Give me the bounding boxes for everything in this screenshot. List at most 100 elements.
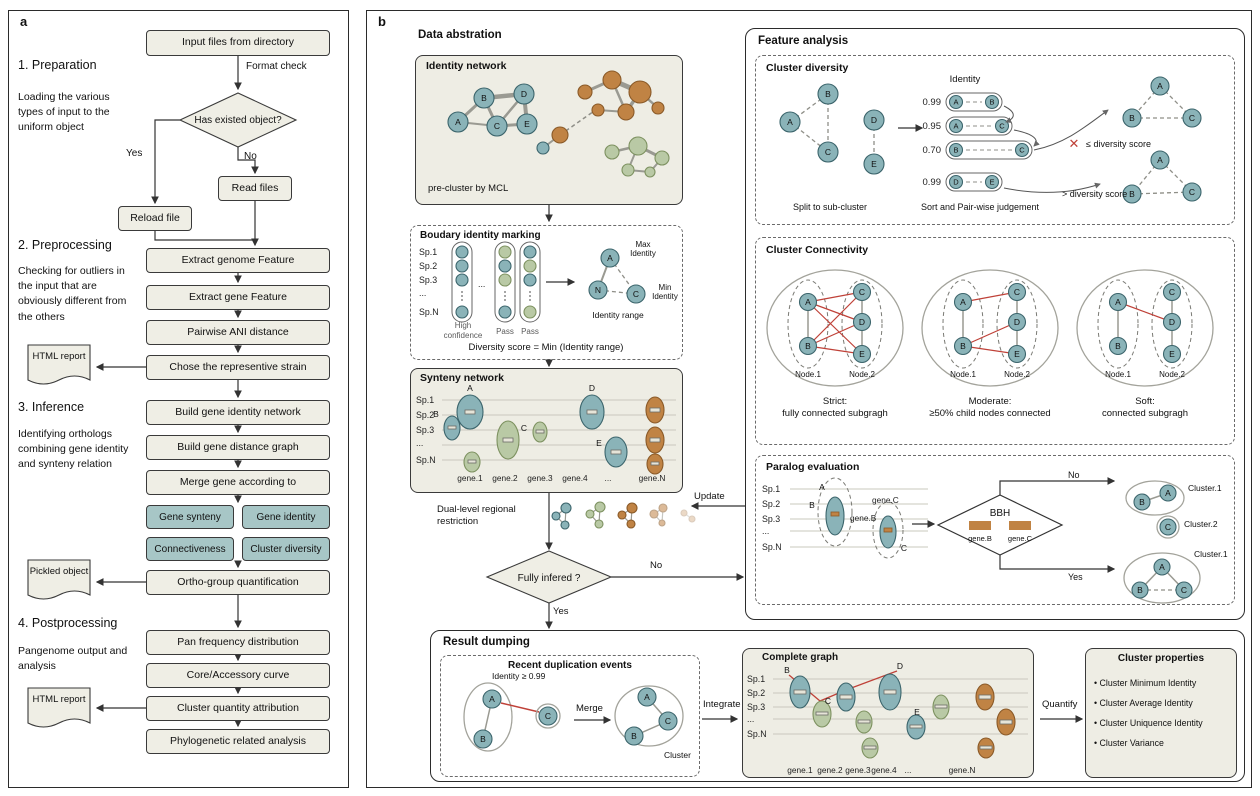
strict-caption: Strict: fully connected subgragh <box>760 396 910 420</box>
svg-text:A: A <box>1159 562 1165 572</box>
svg-text:B: B <box>960 341 966 351</box>
bbh-no-label: No <box>1068 470 1080 480</box>
cluster-diversity-graph: AB CD E 0.99 0.95 0.70 0.99 A B A C B C … <box>779 76 1202 204</box>
identity-network-graph: AB CD E <box>447 70 670 178</box>
svg-text:gene.4: gene.4 <box>562 473 588 483</box>
reject-x-icon: ✕ <box>1069 136 1080 151</box>
svg-text:A: A <box>1157 155 1163 165</box>
svg-text:B: B <box>989 98 994 107</box>
svg-text:E: E <box>524 119 530 129</box>
bbh-yes-label: Yes <box>1068 572 1083 582</box>
svg-text:B: B <box>805 341 811 351</box>
html-report-label-1: HTML report <box>32 351 86 362</box>
feature-analysis-title: Feature analysis <box>758 35 849 47</box>
pairwise-ani-box: Pairwise ANI distance <box>146 320 330 345</box>
split-caption: Split to sub-cluster <box>792 202 868 212</box>
cluster1-label-no: Cluster.1 <box>1188 483 1222 493</box>
svg-text:...: ... <box>419 288 426 298</box>
svg-text:C: C <box>665 716 671 726</box>
stage-4-title: 4. Postprocessing <box>18 616 118 630</box>
node2-label-moderate: Node.2 <box>1004 370 1030 379</box>
svg-text:C: C <box>859 287 865 297</box>
node2-label-strict: Node.2 <box>849 370 875 379</box>
svg-text:D: D <box>859 317 865 327</box>
svg-text:Sp.1: Sp.1 <box>747 674 765 684</box>
svg-text:C: C <box>825 696 831 706</box>
panel-a-flow-graphics <box>27 56 298 728</box>
svg-text:A: A <box>819 482 825 492</box>
build-identity-box: Build gene identity network <box>146 400 330 425</box>
svg-text:A: A <box>455 117 461 127</box>
cluster-connectivity-graph: AB CDE AB CDE AB CDE <box>766 269 1214 387</box>
svg-text:D: D <box>1014 317 1020 327</box>
svg-text:A: A <box>805 297 811 307</box>
svg-text:E: E <box>1169 349 1175 359</box>
gene-b-bar <box>969 521 991 530</box>
gt-diversity-label: > diversity score <box>1062 189 1128 199</box>
svg-text:Sp.2: Sp.2 <box>747 688 765 698</box>
svg-text:B: B <box>480 734 486 744</box>
svg-text:...: ... <box>605 473 612 483</box>
format-check-label: Format check <box>246 61 307 72</box>
svg-text:B: B <box>809 500 815 510</box>
svg-text:C: C <box>1165 522 1171 532</box>
pan-frequency-box: Pan frequency distribution <box>146 630 330 655</box>
moderate-caption: Moderate: ≥50% child nodes connected <box>915 396 1065 420</box>
svg-text:C: C <box>633 289 639 299</box>
svg-text:gene.1: gene.1 <box>457 473 483 483</box>
cluster-label: Cluster <box>664 750 691 760</box>
integrate-label: Integrate <box>703 699 741 710</box>
svg-text:D: D <box>1169 317 1175 327</box>
svg-text:...: ... <box>762 526 769 536</box>
svg-text:C: C <box>1181 585 1187 595</box>
synteny-network-graph: Sp.1 Sp.2 Sp.3 ... Sp.N A B C D E gene.1… <box>416 383 676 483</box>
update-label: Update <box>694 491 725 502</box>
svg-text:gene.C: gene.C <box>1008 534 1033 543</box>
svg-text:B: B <box>1137 585 1143 595</box>
svg-text:B: B <box>784 665 790 675</box>
svg-text:A: A <box>960 297 966 307</box>
stage-4-desc: Pangenome output and analysis <box>18 645 128 673</box>
svg-text:B: B <box>1129 113 1135 123</box>
max-identity-label: Max Identity <box>630 240 656 259</box>
le-diversity-label: ≤ diversity score <box>1086 139 1151 149</box>
identity-network-title: Identity network <box>426 60 507 72</box>
svg-text:E: E <box>871 159 877 169</box>
svg-text:Sp.N: Sp.N <box>419 307 439 317</box>
boundary-title: Boudary identity marking <box>420 230 541 241</box>
svg-text:Sp.2: Sp.2 <box>762 499 780 509</box>
stage-3-desc: Identifying orthologs combining gene ide… <box>18 428 129 471</box>
svg-text:gene.2: gene.2 <box>817 765 843 775</box>
svg-text:Sp.1: Sp.1 <box>419 247 437 257</box>
svg-text:A: A <box>644 692 650 702</box>
svg-text:0.95: 0.95 <box>923 121 942 132</box>
node1-label-moderate: Node.1 <box>950 370 976 379</box>
svg-text:gene.1: gene.1 <box>787 765 813 775</box>
svg-text:gene.N: gene.N <box>639 473 666 483</box>
svg-text:Sp.2: Sp.2 <box>416 410 434 420</box>
stage-2-title: 2. Preprocessing <box>18 238 112 252</box>
property-variance: Cluster Variance <box>1094 738 1236 749</box>
chose-representative-box: Chose the representive strain <box>146 355 330 380</box>
property-min-identity: Cluster Minimum Identity <box>1094 678 1236 689</box>
panel-a-frame <box>8 10 349 788</box>
recent-duplication-title: Recent duplication events <box>508 660 632 671</box>
svg-text:Sp.3: Sp.3 <box>747 702 765 712</box>
identity-threshold-label: Identity ≥ 0.99 <box>492 671 546 681</box>
html-report-doc-1 <box>27 344 91 385</box>
svg-text:B: B <box>631 731 637 741</box>
svg-text:D: D <box>897 661 903 671</box>
extract-gene-box: Extract gene Feature <box>146 285 330 310</box>
cluster-diversity-title: Cluster diversity <box>766 62 849 74</box>
stage-1-desc: Loading the various types of input to th… <box>18 91 110 134</box>
high-confidence-label: High confidence <box>443 321 483 340</box>
svg-text:B: B <box>825 89 831 99</box>
svg-text:B: B <box>953 146 958 155</box>
svg-text:BBH: BBH <box>990 508 1011 519</box>
cluster-properties-box <box>1085 648 1237 778</box>
infered-yes-label: Yes <box>553 606 569 617</box>
property-uniquence-identity: Cluster Uniquence Identity <box>1094 718 1236 729</box>
moderate-caption-line2: ≥50% child nodes connected <box>929 407 1051 419</box>
result-dumping-title: Result dumping <box>443 636 530 648</box>
